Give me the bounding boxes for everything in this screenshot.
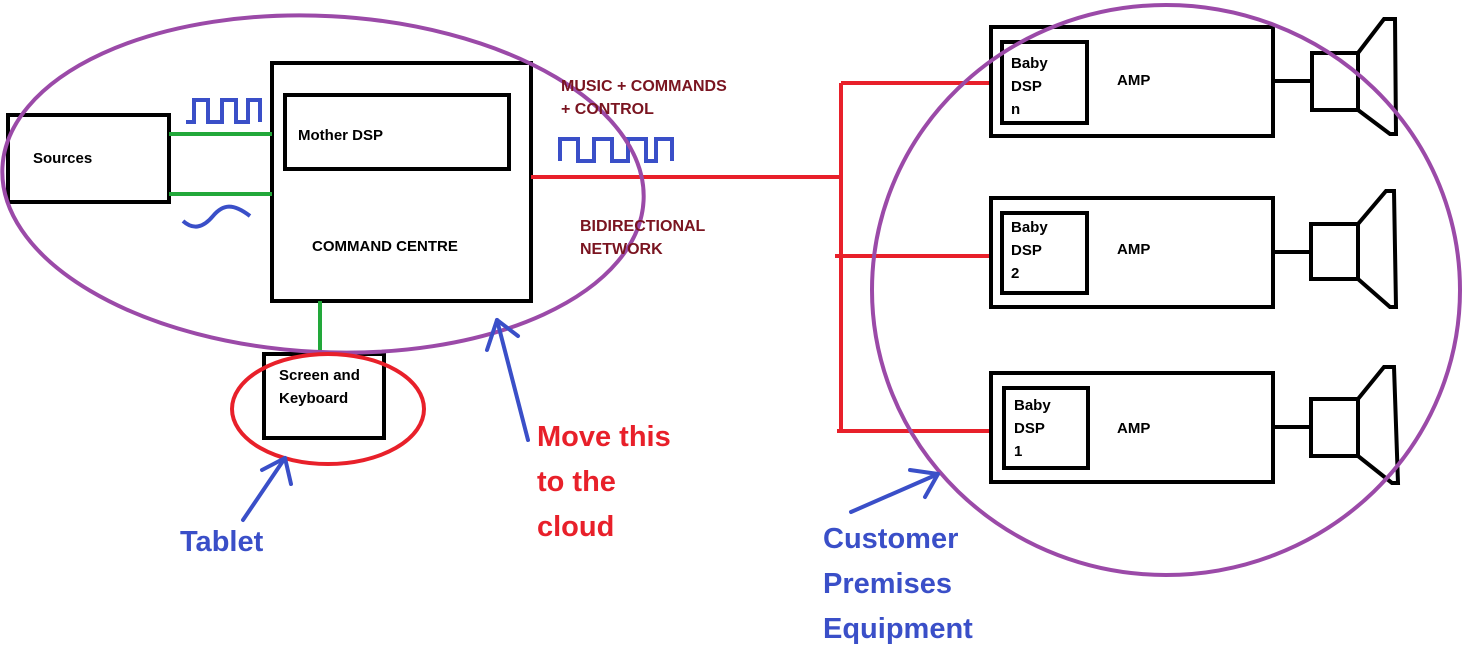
baby-dsp-n-box <box>1000 40 1089 125</box>
speaker-magnet-2 <box>1309 222 1360 281</box>
amp-bottom-label: AMP <box>1117 420 1151 437</box>
speaker-magnet-1 <box>1309 397 1360 458</box>
sources-label: Sources <box>33 150 93 167</box>
cloud-ellipse <box>0 13 646 355</box>
baby-dsp-2-box <box>1000 211 1089 295</box>
baby-dsp-n-label: Baby DSP n <box>1011 55 1048 118</box>
speaker-cone-n-icon <box>1356 17 1399 136</box>
network-waveform-icon <box>558 137 674 163</box>
customer-premises-annotation: Customer Premises Equipment <box>823 523 973 645</box>
music-commands-label: MUSIC + COMMANDS + CONTROL <box>561 78 727 118</box>
speaker-magnet-n <box>1310 51 1360 112</box>
premises-arrow-icon <box>849 468 940 514</box>
move-to-cloud-annotation: Move this to the cloud <box>537 421 671 543</box>
analog-waveform-icon <box>181 204 252 229</box>
screen-keyboard-label: Screen and Keyboard <box>279 367 360 407</box>
cloud-arrow-icon <box>485 318 530 442</box>
speaker-cone-2-icon <box>1356 189 1399 309</box>
mother-dsp-box <box>283 93 511 171</box>
tablet-arrow-icon <box>241 456 293 522</box>
baby-dsp-2-label: Baby DSP 2 <box>1011 219 1048 282</box>
premises-ellipse <box>870 3 1462 577</box>
speaker-cone-1-icon <box>1356 365 1401 485</box>
sources-box <box>6 113 171 204</box>
command-centre-box <box>270 61 533 303</box>
amp-top-label: AMP <box>1117 72 1151 89</box>
mother-dsp-label: Mother DSP <box>298 127 384 144</box>
tablet-ellipse <box>230 352 426 466</box>
baby-dsp-1-box <box>1002 386 1090 470</box>
amp-middle-label: AMP <box>1117 241 1151 258</box>
tablet-annotation: Tablet <box>180 526 264 558</box>
command-centre-label: COMMAND CENTRE <box>312 238 458 255</box>
digital-waveform-icon <box>186 98 262 124</box>
baby-dsp-1-label: Baby DSP 1 <box>1014 397 1051 460</box>
bidirectional-network-label: BIDIRECTIONAL NETWORK <box>580 218 706 258</box>
